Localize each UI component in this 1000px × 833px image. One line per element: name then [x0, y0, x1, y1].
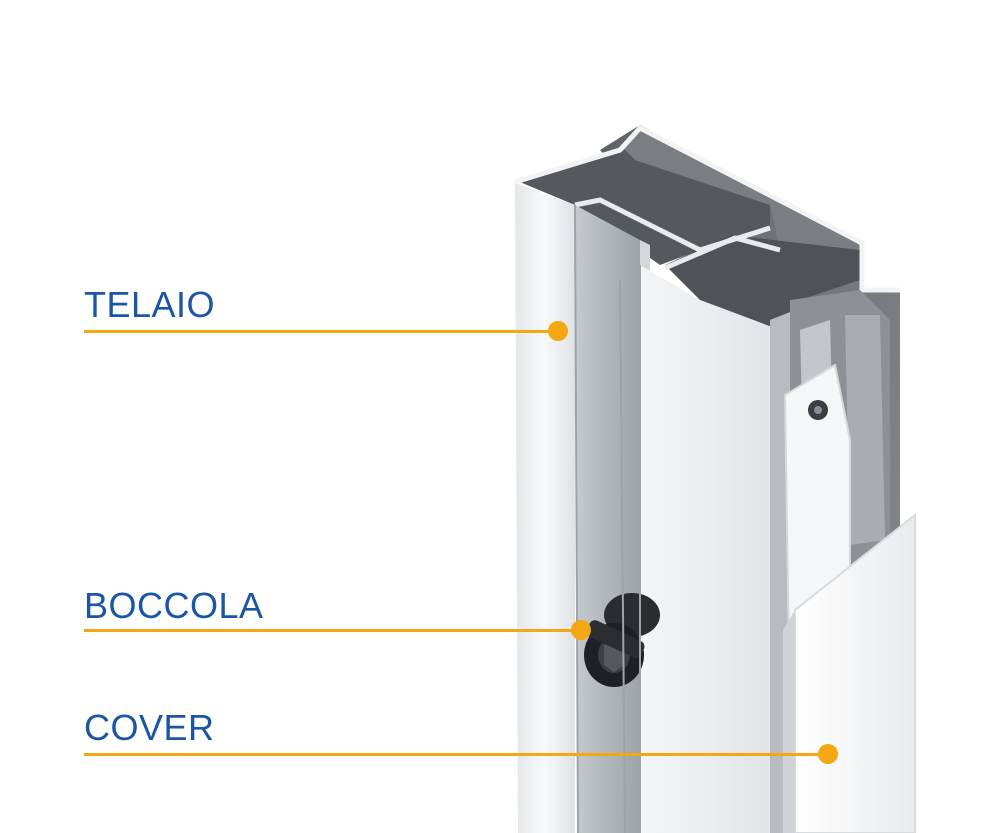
profile-center-face: [640, 265, 790, 833]
callout-boccola-dot: [571, 620, 591, 640]
callout-cover-dot: [818, 744, 838, 764]
callout-telaio-leader-line: [84, 330, 559, 333]
callout-telaio-label: TELAIO: [84, 284, 216, 325]
callout-telaio: TELAIO: [84, 284, 568, 341]
callout-boccola-leader-line: [84, 629, 582, 632]
callout-boccola-label: BOCCOLA: [84, 585, 264, 626]
profile-cross-section: [514, 124, 900, 330]
callout-cover-label: COVER: [84, 707, 215, 748]
profile-groove-lines: [574, 204, 641, 833]
callout-telaio-dot: [548, 321, 568, 341]
bushing-part: [584, 593, 660, 687]
profile-left-face: [515, 183, 650, 833]
callout-cover: COVER: [84, 707, 838, 764]
callout-boccola: BOCCOLA: [84, 585, 591, 640]
callout-cover-leader-line: [84, 753, 829, 756]
